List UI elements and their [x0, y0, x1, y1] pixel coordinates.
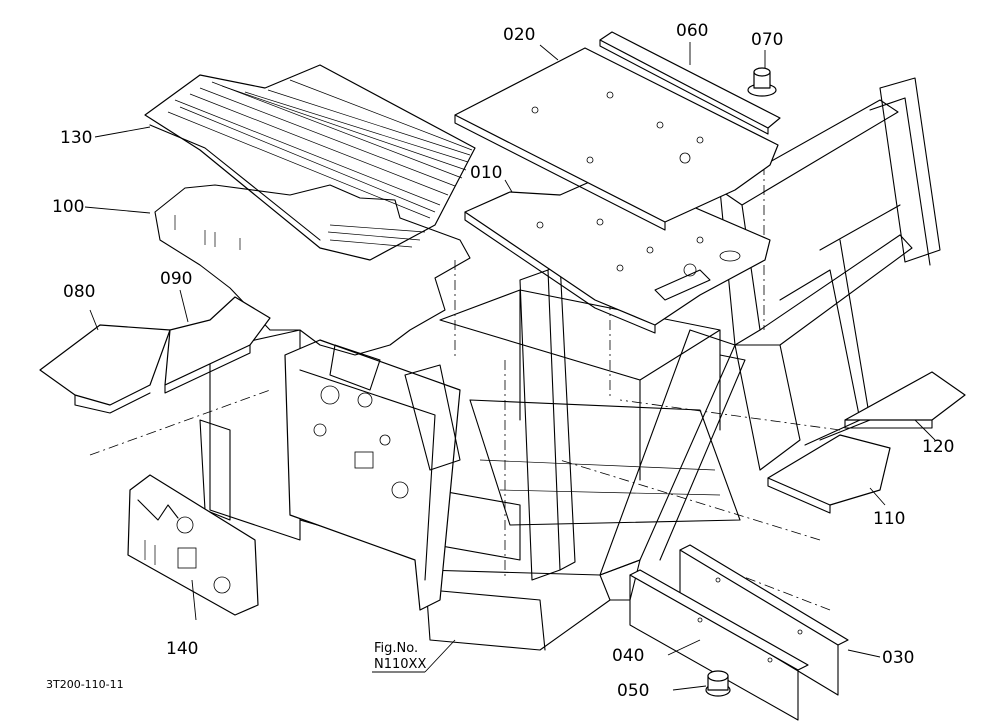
part-040-plate — [629, 569, 809, 721]
part-130-floor-mat — [144, 64, 476, 261]
label-120: 120 — [922, 437, 954, 457]
label-040: 040 — [612, 646, 644, 666]
label-110: 110 — [873, 509, 905, 529]
drawing-code: 3T200-110-11 — [46, 678, 124, 691]
figure-ref-line1: Fig.No. — [374, 641, 418, 656]
label-030: 030 — [882, 648, 914, 668]
part-030-plate — [679, 544, 849, 696]
part-120-panel — [844, 371, 966, 429]
front-panel — [284, 339, 461, 611]
label-010: 010 — [470, 163, 502, 183]
part-060-strip — [599, 31, 781, 135]
label-090: 090 — [160, 269, 192, 289]
part-020-floor-plate — [454, 47, 779, 231]
part-070-grommet — [747, 67, 777, 97]
part-010-floor-plate — [464, 171, 771, 334]
part-110-panel — [767, 434, 891, 514]
label-050: 050 — [617, 681, 649, 701]
label-060: 060 — [676, 21, 708, 41]
part-080-090-panels — [39, 296, 271, 414]
label-070: 070 — [751, 30, 783, 50]
leader-lines — [84, 42, 936, 691]
label-130: 130 — [60, 128, 92, 148]
label-020: 020 — [503, 25, 535, 45]
label-080: 080 — [63, 282, 95, 302]
label-140: 140 — [166, 639, 198, 659]
part-140-cover — [127, 474, 259, 616]
figure-ref-line2: N110XX — [374, 657, 426, 672]
label-100: 100 — [52, 197, 84, 217]
part-050-bolt — [705, 670, 731, 697]
